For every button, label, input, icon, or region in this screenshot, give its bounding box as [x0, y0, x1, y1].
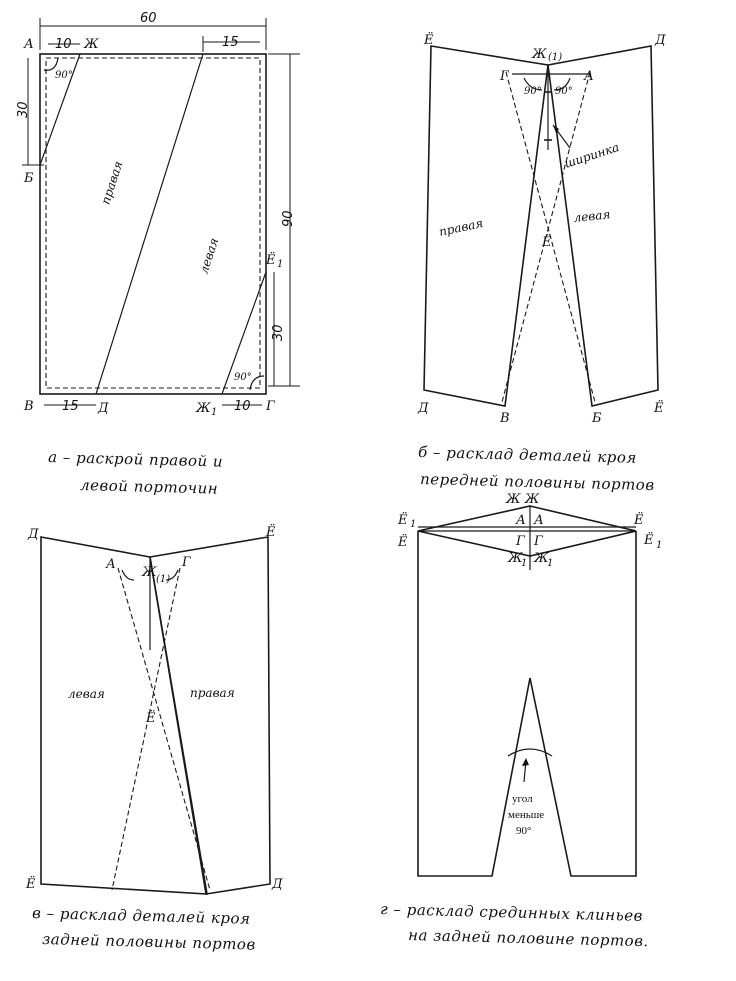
point-zh1-v: Ж	[141, 565, 157, 580]
caption-b-line2: передней половины портов	[420, 470, 655, 494]
dim-right-90: 90	[281, 210, 296, 227]
point-b: Б	[23, 171, 34, 186]
note-angle-2: меньше	[508, 809, 544, 821]
panel-v-seam-1	[117, 567, 211, 891]
point-e1-right-g: Ё	[643, 531, 654, 548]
dim-60: 60	[140, 11, 157, 26]
caption-a-line1: а – раскрой правой и	[48, 448, 223, 471]
dim-bottom-right: 10	[234, 399, 251, 414]
caption-v-line2: задней половины портов	[42, 930, 256, 954]
point-e1: Ё	[265, 251, 276, 268]
caption-g-line1: г – расклад срединных клиньев	[380, 900, 643, 925]
angle-90-b1: 90°	[524, 86, 542, 97]
point-v: В	[23, 399, 34, 414]
point-d-v: Д	[27, 527, 39, 542]
svg-text:1: 1	[277, 259, 283, 270]
point-zh1: Ж	[195, 401, 211, 416]
panel-a-outer-rect	[39, 53, 267, 395]
part-left-v: левая	[68, 687, 105, 701]
dim-right-30: 30	[271, 324, 286, 341]
part-left-a: левая	[196, 236, 221, 275]
svg-text:1: 1	[521, 558, 527, 569]
point-e-center-v: Ё	[145, 709, 156, 726]
point-e-left-g: Ё	[397, 533, 408, 550]
point-zh: Ж	[83, 37, 99, 52]
caption-g-line2: на задней половине портов.	[408, 926, 649, 950]
dim-top-right: 15	[222, 35, 239, 50]
panel-v-right-piece	[149, 536, 271, 895]
point-e-v: Ё	[265, 523, 276, 540]
angle-90-a: 90°	[55, 70, 73, 81]
dim-top-left: 10	[55, 37, 72, 52]
part-right-b: правая	[438, 216, 485, 239]
point-zh1-right-g: Ж	[533, 551, 549, 566]
panel-b-seam-1	[505, 71, 596, 403]
part-right-a: правая	[98, 159, 125, 206]
point-e-b: Ё	[423, 31, 434, 48]
dim-bottom-left: 15	[62, 399, 79, 414]
point-d: Д	[97, 401, 109, 416]
note-angle-3: 90°	[516, 825, 531, 837]
svg-text:(1): (1)	[548, 52, 562, 63]
panel-a: 60 10 15 30 90 30 15 10 А Ж Б В Д Ж 1 Г	[16, 11, 300, 498]
point-e-bottom-v: Ё	[25, 875, 36, 892]
point-d-bottom-b: Д	[417, 401, 429, 416]
panel-v: Д Ё А Г Ж (1) Ё Ё Д левая правая в – рас…	[25, 523, 283, 954]
panel-g-body	[417, 531, 637, 877]
panel-v-left-piece	[40, 536, 208, 895]
point-g-b: Г	[499, 69, 509, 84]
caption-v-line1: в – расклад деталей кроя	[32, 904, 251, 928]
dim-left-30: 30	[16, 101, 31, 118]
note-angle-1: угол	[512, 793, 533, 805]
point-d-bottom-v: Д	[271, 877, 283, 892]
fly-label: ширинка	[563, 140, 621, 171]
point-zh1-b: Ж	[531, 47, 547, 62]
point-e1-left-g: Ё	[397, 511, 408, 528]
caption-b-line1: б – расклад деталей кроя	[418, 443, 637, 467]
point-b-b: Б	[591, 411, 602, 426]
panel-v-seam-2	[111, 567, 181, 891]
point-g: Г	[265, 399, 275, 414]
point-g-left-g: Г	[515, 534, 525, 549]
panel-a-diagonal	[95, 53, 204, 395]
point-a-v: А	[105, 557, 116, 572]
point-e-right-b: Ё	[653, 399, 664, 416]
point-e-right-g: Ё	[633, 511, 644, 528]
panel-g: Ж Ж Ё 1 Ё Ё Ё 1 А А Г Г Ж 1 Ж 1 угол мен…	[380, 492, 662, 950]
panel-a-angle-arc-top	[43, 57, 59, 71]
panel-b: Ё Д Ж (1) Г А 90° 90° ширинка Ё Д В Б Ё …	[417, 31, 666, 494]
angle-90-g: 90°	[234, 372, 252, 383]
point-e-center-b: Ё	[541, 233, 552, 250]
point-a: А	[23, 37, 34, 52]
svg-text:1: 1	[547, 558, 553, 569]
point-zh1-left-g: Ж	[507, 551, 523, 566]
panel-b-left-piece	[547, 45, 659, 407]
panel-a-angle-arc-bottom	[249, 375, 265, 391]
point-g-v: Г	[181, 555, 191, 570]
angle-90-b2: 90°	[555, 86, 573, 97]
part-left-b: левая	[573, 207, 611, 225]
point-a-right-g: А	[533, 513, 544, 528]
panel-a-left-wedge	[39, 53, 81, 166]
point-g-right-g: Г	[533, 534, 543, 549]
point-a-left-g: А	[515, 513, 526, 528]
caption-a-line2: левой порточин	[80, 476, 218, 498]
panel-b-right-piece	[423, 45, 549, 407]
point-a-b: А	[583, 69, 594, 84]
svg-text:1: 1	[410, 519, 416, 530]
panel-g-angle-arc	[507, 748, 553, 757]
point-v-b: В	[499, 411, 510, 426]
point-d-b: Д	[654, 33, 666, 48]
panel-b-seam-2	[501, 71, 591, 403]
point-zhzh-g: Ж Ж	[505, 492, 540, 507]
svg-text:1: 1	[211, 407, 217, 418]
part-right-v: правая	[190, 686, 235, 700]
svg-text:1: 1	[656, 540, 662, 551]
svg-text:(1): (1)	[156, 574, 170, 585]
panel-a-inner-rect	[45, 57, 261, 389]
panel-a-right-wedge	[221, 271, 267, 395]
